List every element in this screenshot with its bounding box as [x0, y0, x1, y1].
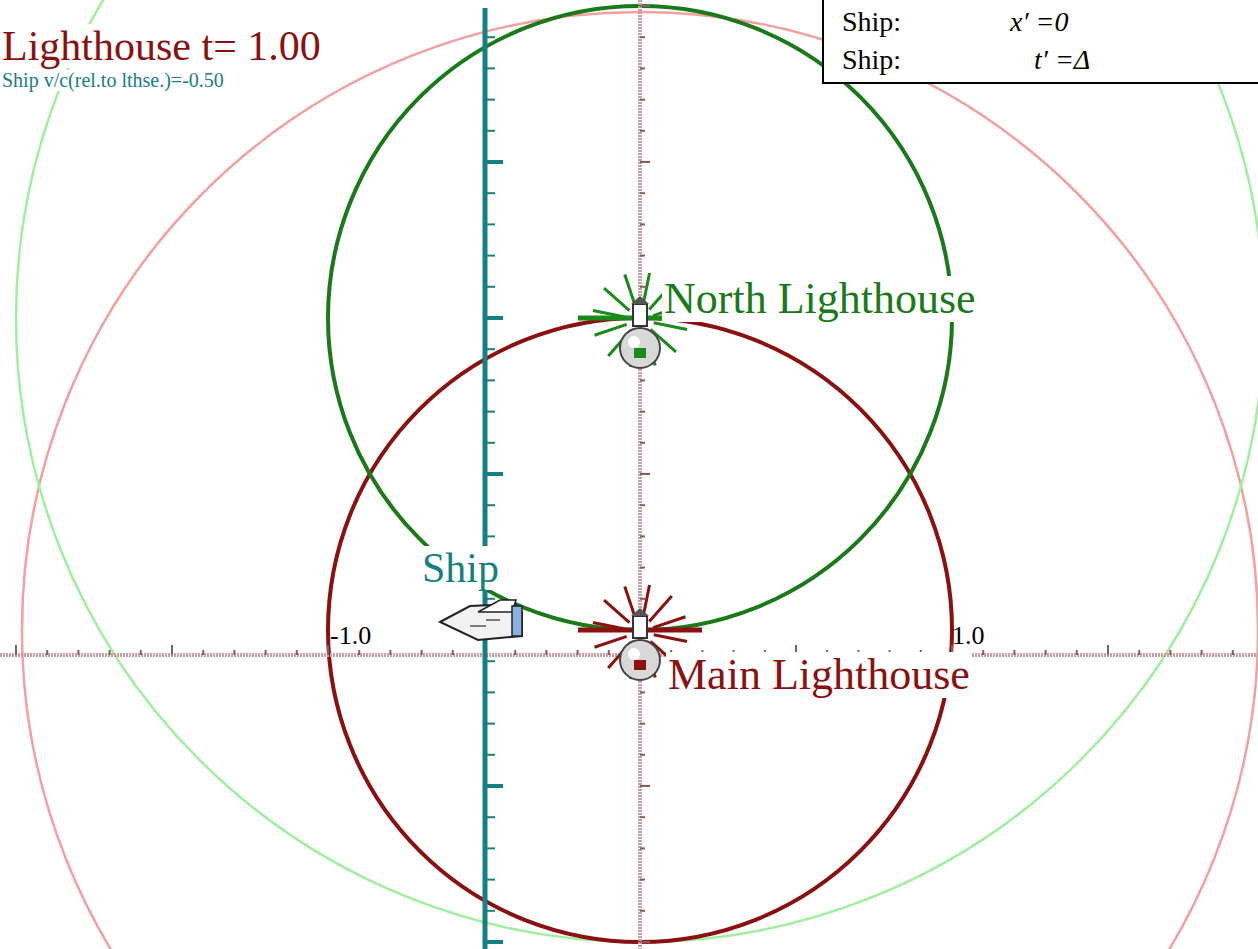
- light-pulse-ring: [328, 318, 952, 942]
- readout-text: t′ =Δ: [1034, 46, 1090, 74]
- lighthouse-name: North Lighthouse: [662, 276, 978, 322]
- axis-tick-label: 1.0: [950, 622, 987, 649]
- readout-text: x′ =0: [1010, 8, 1068, 36]
- velocity-readout: Ship v/c(rel.to lthse.)=-0.50: [0, 70, 226, 91]
- readout-box: Ship: x′ =0 Ship: t′ =Δ: [822, 0, 1258, 84]
- axis-tick-label: -1.0: [328, 622, 373, 649]
- readout-text: Ship:: [842, 8, 901, 36]
- light-pulse-ring: [16, 0, 1258, 942]
- time-readout: Lighthouse t= 1.00: [0, 24, 323, 68]
- ship-name: Ship: [420, 546, 501, 590]
- ship-icon: [440, 600, 522, 640]
- lighthouse-name: Main Lighthouse: [666, 652, 972, 698]
- readout-text: Ship:: [842, 46, 901, 74]
